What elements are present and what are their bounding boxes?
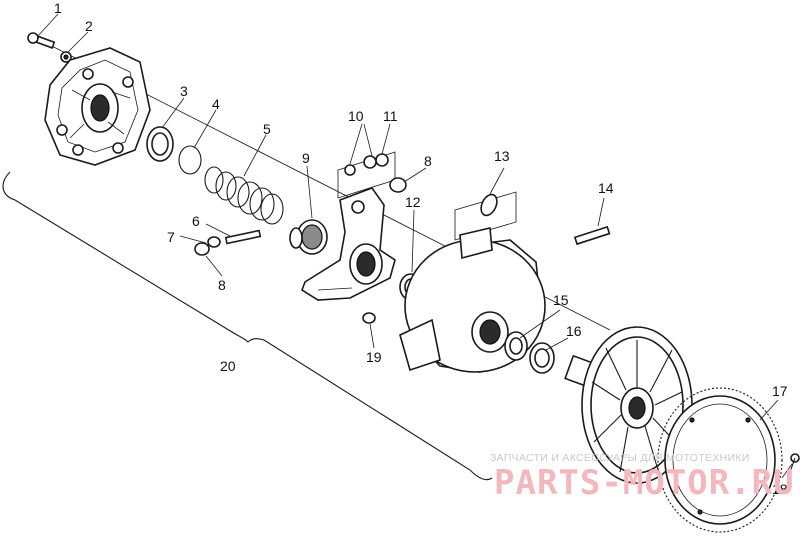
leader-lines bbox=[37, 13, 793, 479]
callout-2: 2 bbox=[85, 18, 93, 34]
callout-15: 15 bbox=[553, 292, 569, 308]
part-9-roller bbox=[289, 219, 328, 255]
part-18-screw bbox=[789, 453, 800, 473]
callout-17: 17 bbox=[772, 383, 788, 399]
callout-18: 18 bbox=[772, 481, 788, 497]
callout-4: 4 bbox=[212, 96, 220, 112]
watermark-logo: PARTS-MOTOR.RU bbox=[494, 463, 795, 503]
callout-8-right: 8 bbox=[424, 153, 432, 169]
cover-plate bbox=[44, 47, 151, 166]
callout-3: 3 bbox=[180, 83, 188, 99]
part-10-11-hardware bbox=[337, 151, 396, 199]
part-14-pin bbox=[573, 225, 611, 246]
part-8-nut-right bbox=[389, 177, 407, 193]
callout-8-left: 8 bbox=[218, 277, 226, 293]
part-6-pin bbox=[224, 229, 262, 245]
watermark-caption: ЗАПЧАСТИ И АКСЕССУАРЫ ДЛЯ МОТОТЕХНИКИ bbox=[490, 452, 750, 464]
callout-9: 9 bbox=[302, 150, 310, 166]
part-8-nut-left bbox=[194, 242, 210, 256]
callout-10: 10 bbox=[348, 108, 364, 124]
callout-labels: 1 2 3 4 5 6 7 8 8 9 10 11 12 13 14 15 16… bbox=[54, 0, 788, 497]
callout-6: 6 bbox=[192, 213, 200, 229]
part-4-snap-ring bbox=[178, 145, 202, 175]
callout-16: 16 bbox=[566, 323, 582, 339]
callout-5: 5 bbox=[263, 121, 271, 137]
spider-arm bbox=[301, 187, 396, 301]
part-19-nut bbox=[362, 312, 376, 324]
part-17-ring-gear bbox=[657, 387, 783, 533]
callout-11: 11 bbox=[383, 108, 398, 124]
part-7-bushing bbox=[207, 236, 221, 248]
callout-7: 7 bbox=[167, 229, 175, 245]
part-2-washer bbox=[60, 51, 72, 63]
callout-12: 12 bbox=[405, 194, 421, 210]
part-3-bushing bbox=[146, 126, 174, 162]
fixed-sheave bbox=[564, 326, 693, 484]
callout-14: 14 bbox=[598, 180, 614, 196]
watermark: ЗАПЧАСТИ И АКСЕССУАРЫ ДЛЯ МОТОТЕХНИКИ PA… bbox=[490, 452, 795, 503]
group-20-bracket bbox=[2, 171, 493, 481]
callout-13: 13 bbox=[494, 148, 510, 164]
callout-1: 1 bbox=[54, 0, 62, 16]
part-15-bushing bbox=[504, 331, 528, 361]
callout-19: 19 bbox=[366, 349, 382, 365]
part-5-spring bbox=[204, 166, 284, 225]
part-13-weight bbox=[454, 191, 517, 241]
callout-20: 20 bbox=[220, 358, 236, 374]
part-1-bolt bbox=[27, 32, 56, 49]
part-16-bushing bbox=[529, 342, 555, 374]
